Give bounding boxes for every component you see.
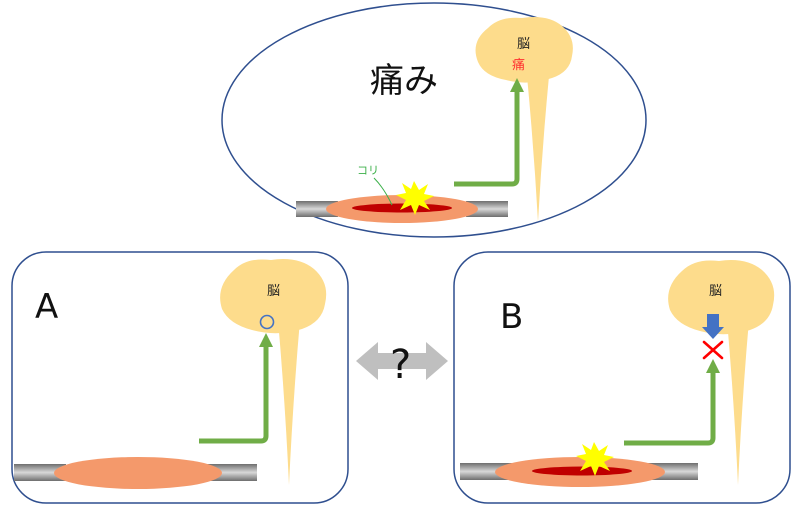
panel-b-pain-burst-icon <box>576 442 614 476</box>
panel-b-letter: B <box>500 297 523 337</box>
panel-a-tendon-left <box>14 464 66 481</box>
top-tendon-left <box>296 201 338 217</box>
panel-b-brain-label: 脳 <box>709 284 722 299</box>
top-brain-label: 脳 <box>517 37 530 52</box>
top-tendon-right <box>466 201 508 217</box>
panel-b-nerve-arrowhead <box>706 359 720 373</box>
top-pain-mark: 痛 <box>512 57 525 73</box>
top-scene: 痛み 脳 痛 コリ <box>221 2 647 238</box>
panel-b-spinal-cord <box>727 320 749 485</box>
panel-a-nerve-arrow-shaft <box>199 346 269 444</box>
top-brain <box>475 17 573 83</box>
top-spinal-cord <box>527 76 549 222</box>
top-kori-leader <box>373 177 393 206</box>
panel-b-block-arrow-shaft <box>707 314 719 328</box>
top-kori-label: コリ <box>357 164 379 177</box>
panel-a-empty-receptor-icon <box>259 314 275 330</box>
top-nerve-arrowhead <box>510 78 524 92</box>
double-arrow-icon <box>356 342 448 380</box>
panel-b: B 脳 <box>453 251 791 504</box>
panel-b-blocked-cross-icon <box>702 340 724 360</box>
panel-a-spinal-cord <box>278 320 300 485</box>
comparison-marker: ? <box>356 342 448 388</box>
panel-b-brain <box>668 260 775 335</box>
top-nerve-arrow-shaft <box>454 88 520 187</box>
panel-a-letter: A <box>35 287 58 327</box>
panel-a-brain-label: 脳 <box>267 284 280 299</box>
panel-a: A 脳 <box>11 251 349 504</box>
panel-a-muscle <box>54 457 222 489</box>
panel-a-nerve-arrowhead <box>259 333 273 347</box>
panel-b-nerve-arrow-shaft <box>624 372 716 446</box>
question-mark: ? <box>390 342 411 388</box>
panel-a-brain <box>220 259 327 334</box>
top-title: 痛み <box>370 61 438 101</box>
panel-b-block-arrowhead <box>702 327 724 339</box>
top-pain-burst-icon <box>396 181 434 215</box>
